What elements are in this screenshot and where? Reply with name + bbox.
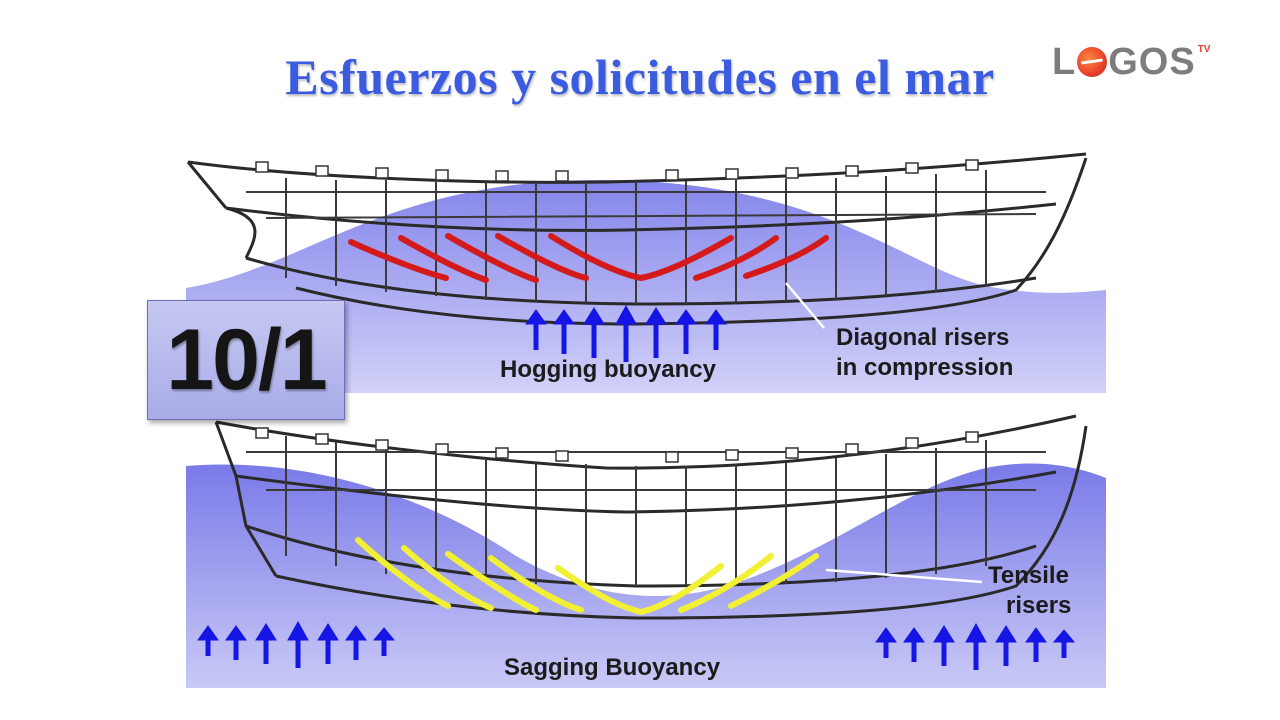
logo-superscript: TV — [1197, 44, 1211, 55]
slide-number-badge: 10/1 — [147, 300, 345, 420]
sagging-deck-frames — [246, 436, 1046, 586]
sagging-tensile-risers — [355, 537, 819, 616]
sagging-pointer-line — [825, 568, 983, 584]
logo-prefix: L — [1052, 41, 1077, 83]
sagging-annotation-line1: Tensile — [988, 562, 1069, 589]
sagging-diagram: Sagging Buoyancy Tensile risers — [186, 406, 1106, 688]
sagging-ship-illustration — [186, 406, 1106, 688]
hogging-diagram: Hogging buoyancy Diagonal risers in comp… — [186, 118, 1106, 396]
hogging-buoyancy-arrows — [525, 304, 727, 362]
logo-globe-icon — [1077, 47, 1108, 77]
sagging-water — [186, 463, 1106, 688]
logo-suffix: GOS — [1108, 41, 1196, 83]
hogging-compression-risers — [348, 233, 829, 283]
sagging-buoyancy-arrows-right — [875, 622, 1076, 670]
hogging-ship-illustration — [186, 152, 1106, 393]
hogging-pointer-line — [785, 282, 825, 329]
hogging-deck-frames — [246, 170, 1046, 304]
hogging-caption: Hogging buoyancy — [500, 356, 716, 383]
sagging-annotation-line2: risers — [1006, 592, 1072, 619]
hogging-annotation-line1: Diagonal risers — [836, 324, 1010, 351]
slide-title: Esfuerzos y solicitudes en el mar — [285, 49, 995, 105]
slide-number-text: 10/1 — [166, 311, 327, 408]
hogging-water — [186, 179, 1106, 393]
sagging-caption: Sagging Buoyancy — [504, 654, 721, 681]
sagging-buoyancy-arrows-left — [197, 620, 396, 668]
logos-tv-logo: L GOS TV — [1052, 40, 1232, 84]
hogging-annotation-line2: in compression — [836, 354, 1014, 381]
